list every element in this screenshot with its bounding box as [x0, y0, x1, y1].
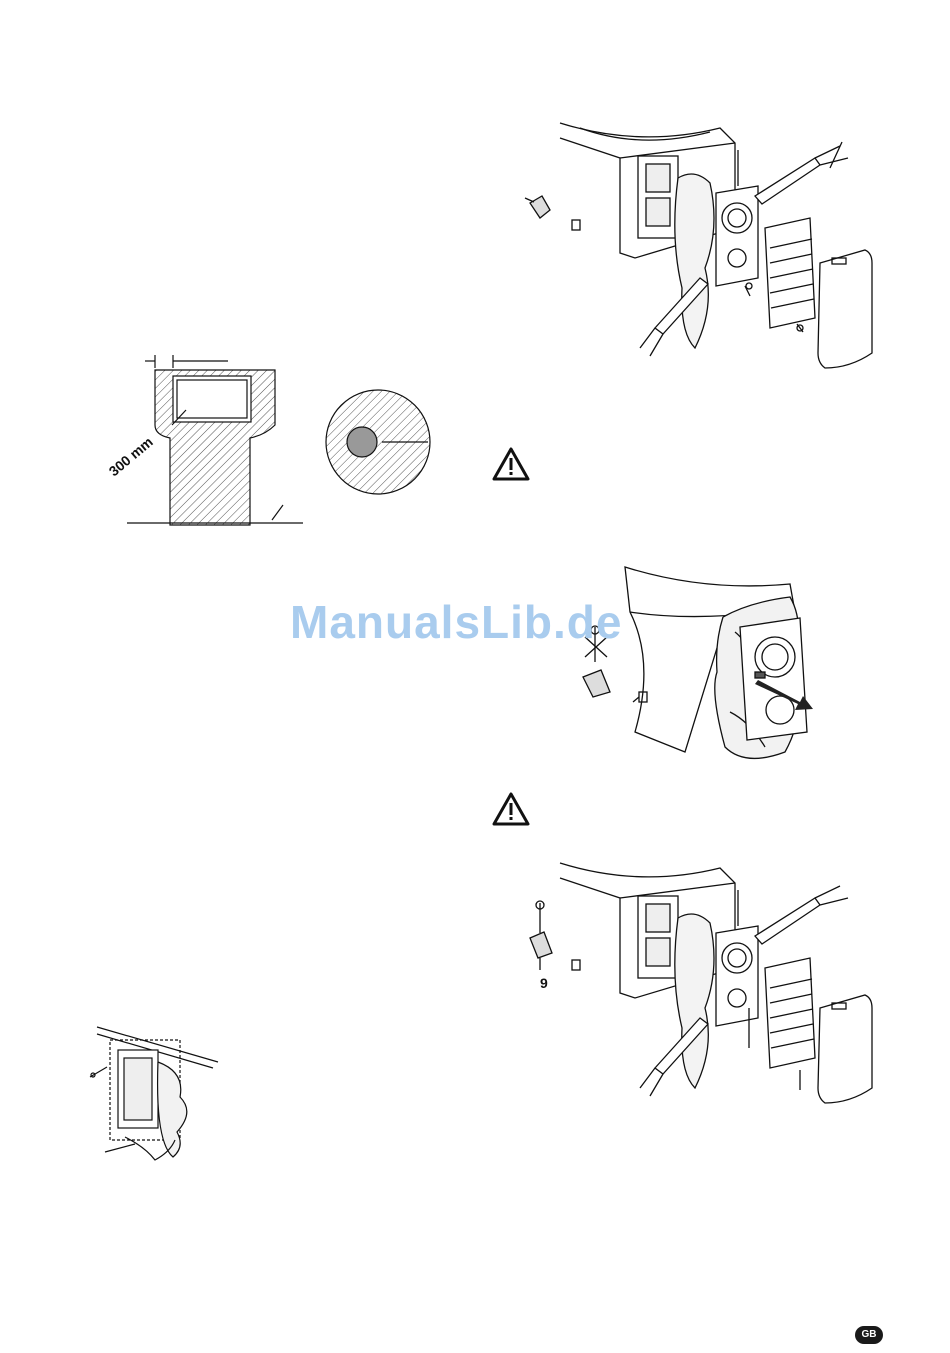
chimney-dimension-label: 300 mm — [106, 434, 156, 480]
watermark-text: ManualsLib.de — [290, 592, 670, 652]
warning-triangle-icon — [492, 447, 530, 481]
figure-chimney-section: 300 mm — [100, 350, 450, 535]
country-code-badge: GB — [855, 1326, 883, 1344]
warning-triangle-icon — [492, 792, 530, 826]
callout-number-9: 9 — [540, 975, 548, 991]
figure-installation-exploded-1 — [520, 118, 880, 378]
figure-installation-exploded-2: 9 — [520, 858, 880, 1108]
figure-wall-frame — [85, 1022, 225, 1162]
